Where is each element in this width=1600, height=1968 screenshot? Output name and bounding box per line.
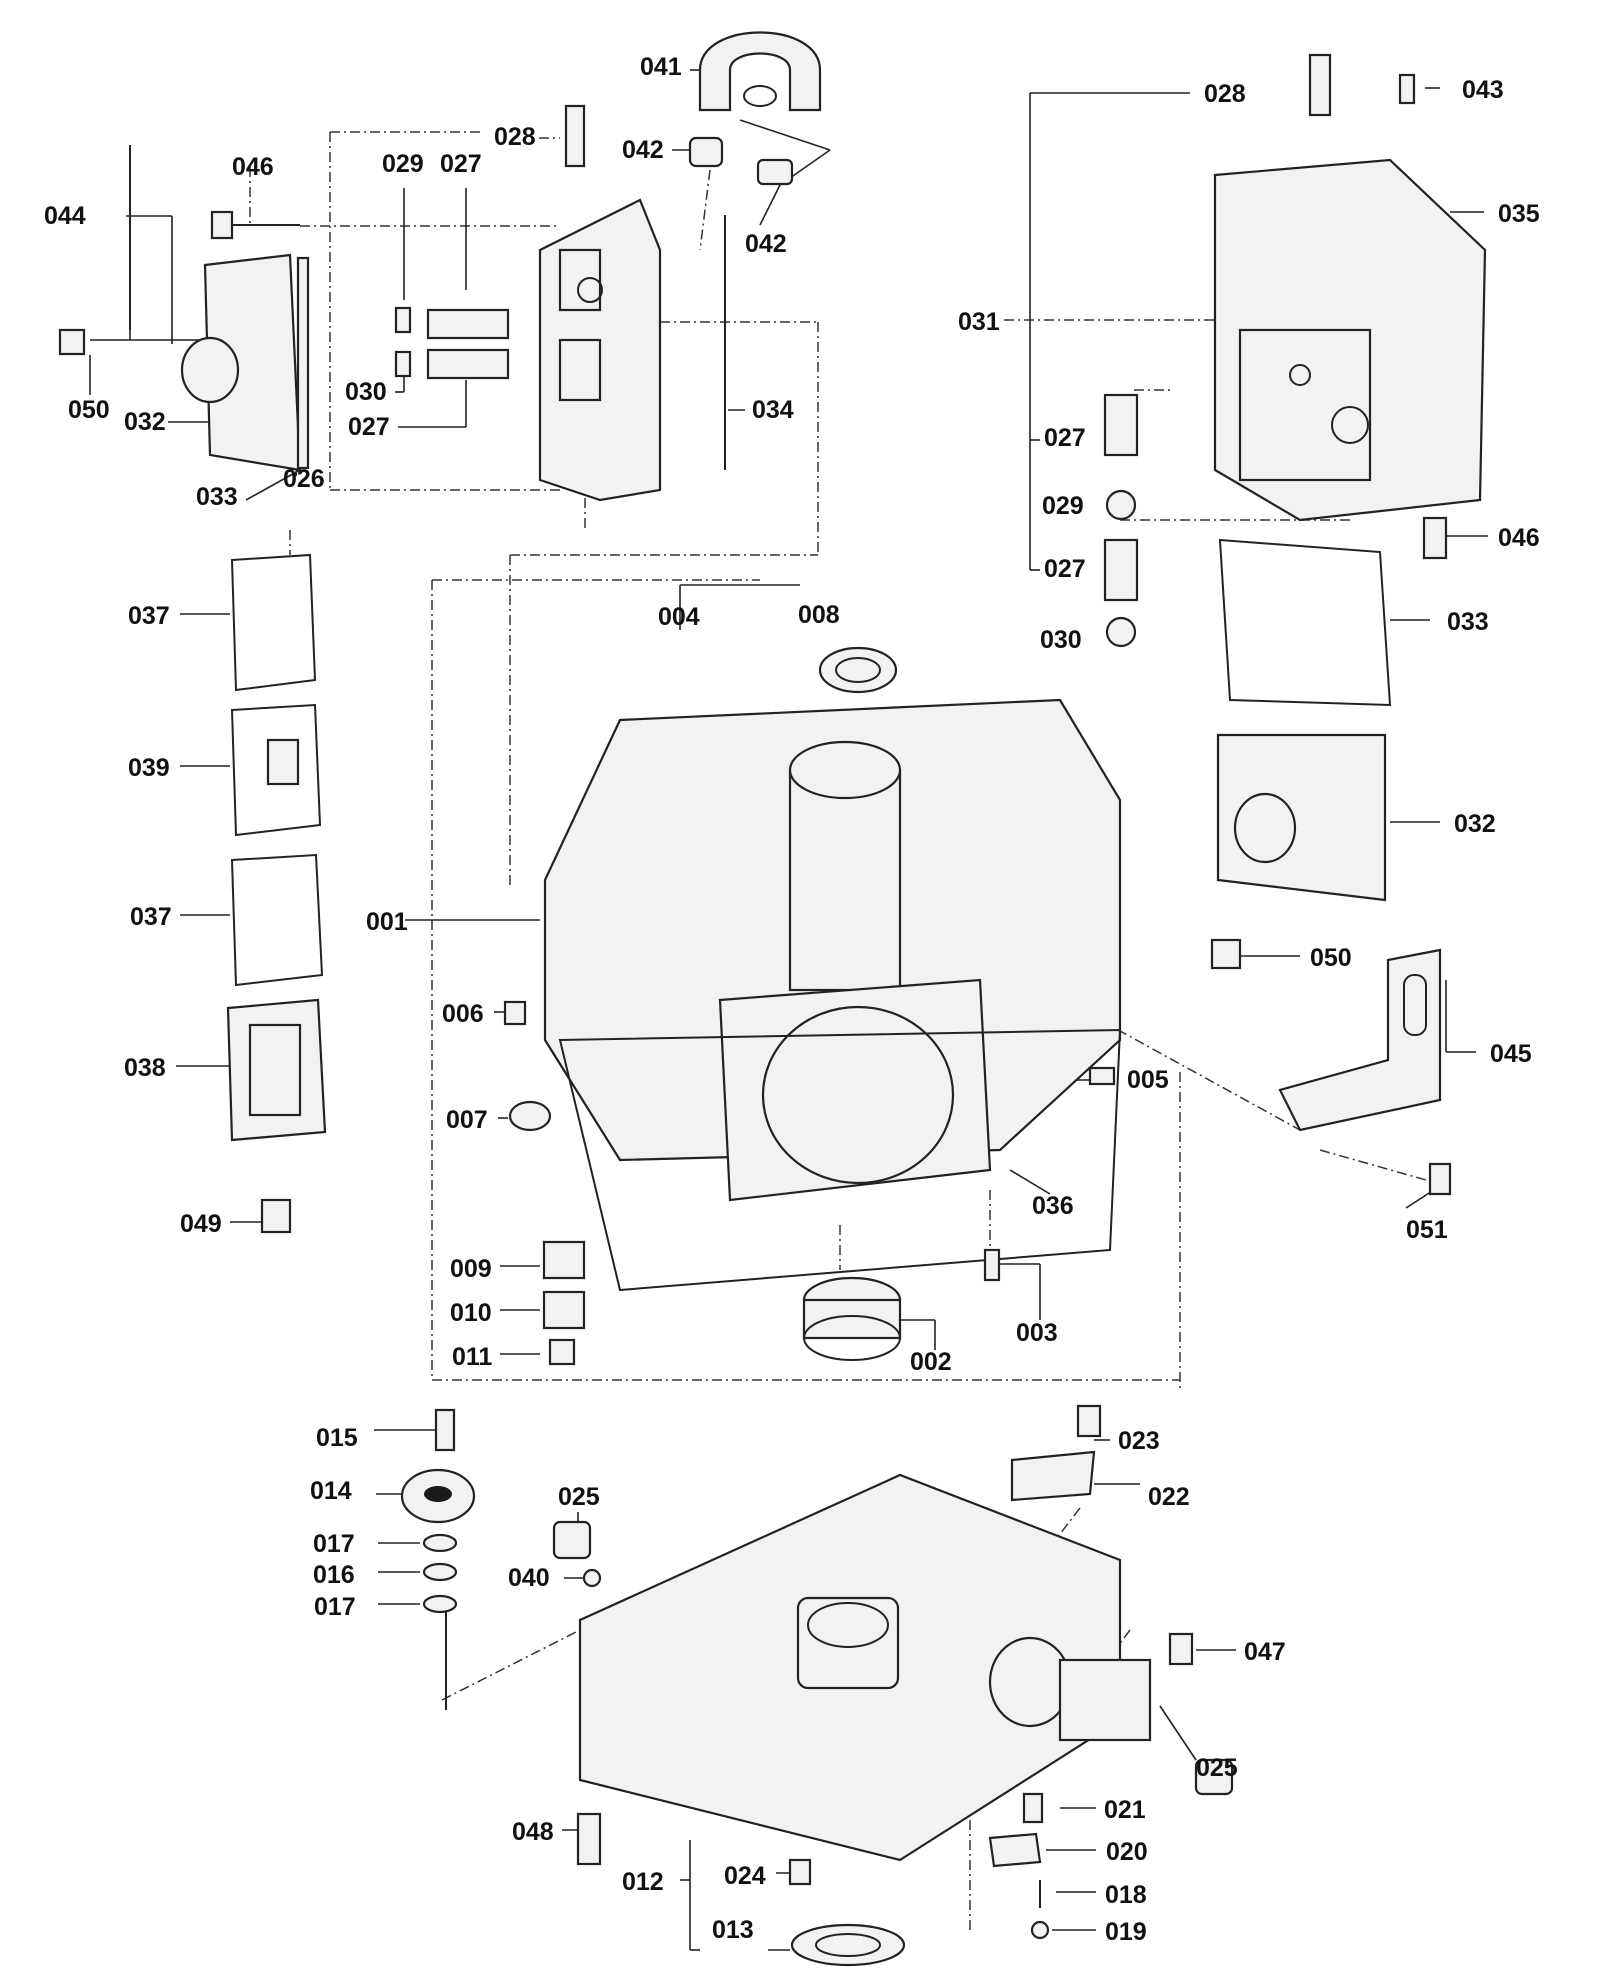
part-label-001: 001	[366, 908, 408, 936]
part-label-008: 008	[798, 601, 840, 629]
parts	[58, 31, 1487, 1967]
part-label-003: 003	[1016, 1319, 1058, 1347]
part-label-038: 038	[124, 1054, 166, 1082]
part-label-020: 020	[1106, 1838, 1148, 1866]
part-label-007: 007	[446, 1106, 488, 1134]
part-label-048: 048	[512, 1818, 554, 1846]
part-label-030b: 030	[1040, 626, 1082, 654]
part-label-046a: 046	[232, 153, 274, 181]
part-label-035: 035	[1498, 200, 1540, 228]
part-label-039: 039	[128, 754, 170, 782]
part-label-036: 036	[1032, 1192, 1074, 1220]
part-label-037b: 037	[130, 903, 172, 931]
part-label-016: 016	[313, 1561, 355, 1589]
part-number-labels: 041 042 042 028 029 027 046 044 050 032 030 027 034 0…	[44, 53, 1540, 1946]
part-label-015: 015	[316, 1424, 358, 1452]
part-label-019: 019	[1105, 1918, 1147, 1946]
part-label-009: 009	[450, 1255, 492, 1283]
part-label-025a: 025	[558, 1483, 600, 1511]
part-label-029a: 029	[382, 150, 424, 178]
part-label-043: 043	[1462, 76, 1504, 104]
part-label-033a: 033	[196, 483, 238, 511]
part-label-032a: 032	[124, 408, 166, 436]
part-label-032b: 032	[1454, 810, 1496, 838]
part-label-029b: 029	[1042, 492, 1084, 520]
part-label-047: 047	[1244, 1638, 1286, 1666]
part-label-041: 041	[640, 53, 682, 81]
part-label-014: 014	[310, 1477, 352, 1505]
part-label-022: 022	[1148, 1483, 1190, 1511]
part-label-017a: 017	[313, 1530, 355, 1558]
part-label-044: 044	[44, 202, 86, 230]
part-label-050a: 050	[68, 396, 110, 424]
part-label-010: 010	[450, 1299, 492, 1327]
part-label-049: 049	[180, 1210, 222, 1238]
part-label-013: 013	[712, 1916, 754, 1944]
part-label-027b: 027	[348, 413, 390, 441]
part-label-023: 023	[1118, 1427, 1160, 1455]
part-label-017b: 017	[314, 1593, 356, 1621]
part-label-042b: 042	[745, 230, 787, 258]
part-label-027d: 027	[1044, 555, 1086, 583]
part-label-005: 005	[1127, 1066, 1169, 1094]
part-label-034: 034	[752, 396, 794, 424]
part-label-011: 011	[452, 1343, 492, 1371]
part-label-042a: 042	[622, 136, 664, 164]
part-label-046b: 046	[1498, 524, 1540, 552]
part-label-033b: 033	[1447, 608, 1489, 636]
part-label-045: 045	[1490, 1040, 1532, 1068]
part-label-031: 031	[958, 308, 1000, 336]
part-label-025b: 025	[1196, 1754, 1238, 1782]
part-label-028b: 028	[1204, 80, 1246, 108]
part-label-028a: 028	[494, 123, 536, 151]
part-label-021: 021	[1104, 1796, 1146, 1824]
part-label-026: 026	[283, 465, 325, 493]
part-label-012: 012	[622, 1868, 664, 1896]
part-label-037a: 037	[128, 602, 170, 630]
part-label-030a: 030	[345, 378, 387, 406]
part-label-050b: 050	[1310, 944, 1352, 972]
part-label-027a: 027	[440, 150, 482, 178]
part-label-040: 040	[508, 1564, 550, 1592]
part-label-051: 051	[1406, 1216, 1448, 1244]
part-label-024: 024	[724, 1862, 766, 1890]
part-label-018: 018	[1105, 1881, 1147, 1909]
part-label-004: 004	[658, 603, 700, 631]
part-label-006: 006	[442, 1000, 484, 1028]
part-label-027c: 027	[1044, 424, 1086, 452]
part-label-002: 002	[910, 1348, 952, 1376]
